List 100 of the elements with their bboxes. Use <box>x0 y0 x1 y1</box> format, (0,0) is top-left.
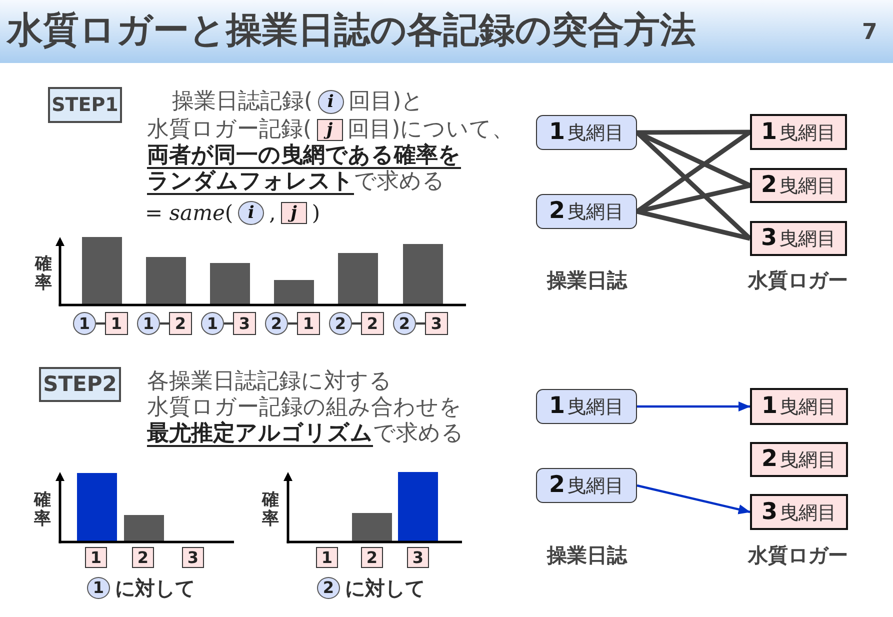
record-label: 2曳網目 <box>548 200 624 223</box>
number-label: 2 <box>366 550 378 566</box>
connector-line <box>160 322 169 325</box>
number-square <box>425 312 448 335</box>
formula-text: = same( <box>145 201 234 225</box>
number-label: 2 <box>322 580 334 596</box>
body-text: 回目)について、 <box>348 116 514 142</box>
logger-record-box <box>750 221 847 256</box>
connector-line <box>288 322 297 325</box>
column-heading: 水質ロガー <box>748 543 848 567</box>
number-circle <box>393 312 416 335</box>
formula-text: ) <box>312 201 320 225</box>
number-label: 1 <box>142 316 154 332</box>
number-square <box>233 312 256 335</box>
logger-record-box <box>750 114 847 150</box>
number-square <box>105 312 128 335</box>
number-label: 1 <box>90 550 102 566</box>
number-label: 2 <box>137 550 149 566</box>
record-label: 1曳網目 <box>548 121 624 144</box>
log-entry-box <box>536 194 637 229</box>
number-label: 1 <box>302 316 314 332</box>
connector-line <box>637 130 750 135</box>
arrow <box>637 402 750 412</box>
slide-title: 水質ロガーと操業日誌の各記録の突合方法 <box>7 9 696 53</box>
number-circle <box>73 312 96 335</box>
body-text: 操業日誌記録( <box>172 88 313 116</box>
number-square <box>132 547 154 568</box>
record-label: 3曳網目 <box>760 227 836 250</box>
number-square <box>297 312 320 335</box>
logger-record-box <box>750 494 848 530</box>
number-label: 1 <box>110 316 122 332</box>
number-circle <box>87 577 110 599</box>
record-label: 1曳網目 <box>760 120 836 144</box>
index-circle <box>318 90 344 114</box>
number-label: 1 <box>206 316 218 332</box>
connector-line <box>352 322 361 325</box>
formula-text: , <box>269 201 276 225</box>
index-letter: i <box>248 204 254 222</box>
number-label: 1 <box>321 550 333 566</box>
number-square <box>169 312 192 335</box>
index-circle <box>238 201 264 225</box>
column-heading: 操業日誌 <box>547 543 627 567</box>
number-label: 1 <box>78 316 90 332</box>
logger-record-box <box>750 168 847 203</box>
log-entry-box <box>536 115 637 150</box>
number-label: 1 <box>92 580 104 596</box>
number-circle <box>317 577 340 599</box>
number-square <box>182 547 204 568</box>
logger-record-box <box>750 442 848 477</box>
number-square <box>361 547 383 568</box>
number-circle <box>201 312 224 335</box>
connector-line <box>96 322 105 325</box>
number-square <box>85 547 107 568</box>
number-square <box>361 312 384 335</box>
number-label: 3 <box>187 550 199 566</box>
step-badge <box>39 367 121 402</box>
index-letter: j <box>290 204 297 222</box>
step-label: STEP1 <box>52 96 118 114</box>
body-text: 各操業日誌記録に対する水質ロガー記録の組み合わせを最尤推定アルゴリズムで求める <box>147 369 465 447</box>
number-label: 3 <box>238 316 250 332</box>
number-label: 2 <box>366 316 378 332</box>
record-label: 1曳網目 <box>761 395 836 418</box>
record-label: 3曳網目 <box>761 500 836 524</box>
record-label: 2曳網目 <box>760 174 836 197</box>
axis-label: 確率 <box>34 491 51 528</box>
record-label: 1曳網目 <box>548 395 624 418</box>
connector-line <box>224 322 233 325</box>
number-label: 2 <box>174 316 186 332</box>
number-circle <box>137 312 160 335</box>
number-label: 2 <box>398 316 410 332</box>
page-number: 7 <box>862 21 878 45</box>
number-label: 2 <box>270 316 282 332</box>
logger-record-box <box>750 388 848 425</box>
column-heading: 操業日誌 <box>547 268 627 292</box>
number-label: 3 <box>430 316 442 332</box>
axis-label: 確率 <box>35 255 52 292</box>
number-label: 2 <box>334 316 346 332</box>
body-text: 回目)と <box>348 88 424 116</box>
caption-text: に対して <box>345 577 425 599</box>
caption-text: に対して <box>115 577 195 599</box>
connector-line <box>416 322 425 325</box>
number-label: 3 <box>412 550 424 566</box>
body-text: 両者が同一の曳網である確率をランダムフォレストで求める <box>147 143 462 195</box>
number-circle <box>265 312 288 335</box>
index-letter: i <box>327 94 334 110</box>
arrow <box>636 484 750 514</box>
body-text: 水質ロガー記録( <box>147 116 312 144</box>
number-square <box>316 547 338 568</box>
connector-line <box>636 209 751 241</box>
number-circle <box>329 312 352 335</box>
record-label: 2曳網目 <box>761 448 836 471</box>
axis-label: 確率 <box>262 491 279 528</box>
record-label: 2曳網目 <box>548 474 624 497</box>
index-square <box>316 119 343 141</box>
index-square <box>280 202 307 224</box>
column-heading: 水質ロガー <box>748 268 848 292</box>
log-entry-box <box>536 389 637 424</box>
step-badge <box>48 87 122 123</box>
number-square <box>407 547 429 568</box>
step-label: STEP2 <box>43 374 117 395</box>
